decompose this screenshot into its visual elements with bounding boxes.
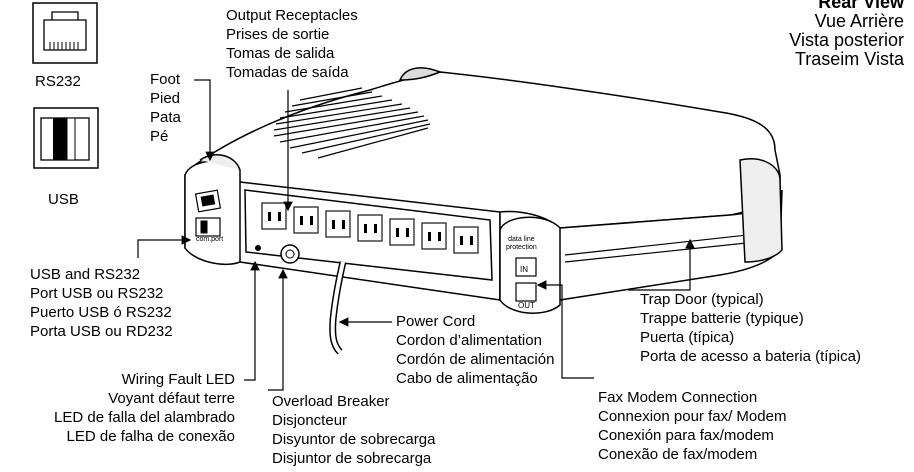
trap-door-callout: Trap Door (typical) Trappe batterie (typ… xyxy=(640,290,861,366)
callout-line: Conexão de fax/modem xyxy=(598,446,758,463)
callout-line: Cordon d’alimentation xyxy=(396,332,542,349)
callout-line: Prises de sortie xyxy=(226,26,330,43)
callout-line: Conexión para fax/modem xyxy=(598,427,774,444)
callout-line: Cordón de alimentación xyxy=(396,351,555,368)
protection-text: protection xyxy=(506,244,537,251)
callout-line: Cabo de alimentação xyxy=(396,370,538,387)
com-port-block xyxy=(194,189,222,237)
callout-line: Foot xyxy=(150,71,181,88)
fax-modem-callout: Fax Modem Connection Connexion pour fax/… xyxy=(598,388,786,464)
foot-callout: Foot Pied Pata Pé xyxy=(150,70,181,146)
callout-line: Pied xyxy=(150,90,181,107)
callout-line: Puerta (típica) xyxy=(640,329,735,346)
callout-line: Disyuntor de sobrecarga xyxy=(272,431,436,448)
callout-line: Overload Breaker xyxy=(272,393,390,410)
callout-line: Puerto USB ó RS232 xyxy=(30,304,172,321)
overload-breaker-callout: Overload Breaker Disjoncteur Disyuntor d… xyxy=(272,392,435,468)
callout-line: Pé xyxy=(150,128,169,145)
callout-line: Trap Door (typical) xyxy=(640,291,764,308)
title-line-es: Vista posterior xyxy=(789,30,904,50)
wiring-fault-led-callout: Wiring Fault LED Voyant défaut terre LED… xyxy=(54,370,235,446)
callout-line: Fax Modem Connection xyxy=(598,389,758,406)
callout-line: LED de falha de conexão xyxy=(66,428,235,445)
callout-line: Trappe batterie (typique) xyxy=(640,310,804,327)
callout-line: Porta USB ou RD232 xyxy=(30,323,173,340)
data-line-text: data line xyxy=(508,236,535,243)
fax-modem-block xyxy=(515,257,537,302)
callout-line: Porta de acesso a bateria (típica) xyxy=(640,348,861,365)
in-marking: IN xyxy=(520,265,528,274)
usb-rs232-port-callout: USB and RS232 Port USB ou RS232 Puerto U… xyxy=(30,265,173,341)
callout-line: Output Receptacles xyxy=(226,7,358,24)
wiring-fault-led xyxy=(255,245,261,251)
overload-breaker xyxy=(280,244,300,264)
usb-connector-icon xyxy=(33,107,99,169)
callout-line: Wiring Fault LED xyxy=(121,371,235,388)
rs232-connector-icon xyxy=(32,2,98,64)
callout-line: Tomas de salida xyxy=(226,45,335,62)
rs232-label: RS232 xyxy=(35,73,81,90)
title-line-pt: Traseim Vista xyxy=(794,49,904,69)
callout-line: Tomadas de saída xyxy=(226,64,349,81)
callout-line: Power Cord xyxy=(396,313,476,330)
com-port-marking: com.port xyxy=(196,236,224,243)
power-cord-callout: Power Cord Cordon d’alimentation Cordón … xyxy=(396,312,554,388)
callout-line: Disjuntor de sobrecarga xyxy=(272,450,432,467)
callout-line: Disjoncteur xyxy=(272,412,348,429)
view-title: Rear View Vue Arrière Vista posterior Tr… xyxy=(789,0,904,69)
callout-line: Pata xyxy=(150,109,181,126)
callout-line: USB and RS232 xyxy=(30,266,141,283)
title-line-en: Rear View xyxy=(818,0,904,12)
callout-line: Voyant défaut terre xyxy=(108,390,235,407)
usb-label: USB xyxy=(48,191,79,208)
data-line-protection-marking: data line protection xyxy=(506,236,537,252)
output-receptacles-panel xyxy=(244,189,493,281)
out-marking: OUT xyxy=(518,301,535,310)
callout-line: LED de falla del alambrado xyxy=(54,409,235,426)
output-receptacles-callout: Output Receptacles Prises de sortie Toma… xyxy=(226,6,358,82)
title-line-fr: Vue Arrière xyxy=(814,11,904,31)
callout-line: Port USB ou RS232 xyxy=(30,285,164,302)
callout-line: Connexion pour fax/ Modem xyxy=(598,408,787,425)
